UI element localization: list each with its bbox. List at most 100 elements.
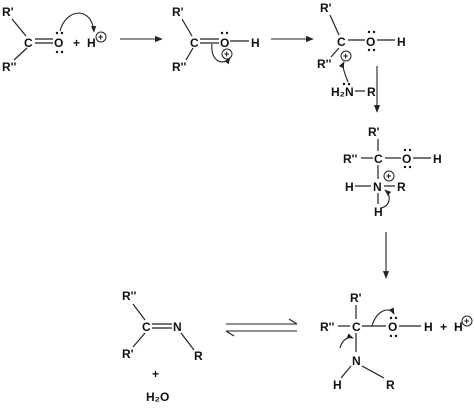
curly-arrow <box>371 307 395 327</box>
carbon-label: C <box>352 320 361 334</box>
curly-arrow <box>338 61 349 83</box>
r-prime-label: R' <box>350 291 362 305</box>
charge-plus: + <box>224 49 229 59</box>
bond <box>13 47 28 61</box>
carbon-label: C <box>142 320 151 334</box>
r-double-prime-label: R'' <box>343 152 358 166</box>
lone-pair-dot <box>408 148 412 152</box>
hydrogen-label: H <box>424 320 433 334</box>
plus-sign: + <box>152 367 159 381</box>
lone-pair-dot <box>55 31 59 35</box>
lone-pair-dot <box>367 30 371 34</box>
protonated-adduct-structure: R' R'' C O H H N R + H <box>343 125 442 219</box>
lone-pair-dot <box>403 165 407 169</box>
r-double-prime-label: R'' <box>172 60 187 74</box>
amine-h2n-label: H₂N <box>331 85 354 99</box>
curly-arrow <box>380 189 392 209</box>
r-label: R <box>367 85 376 99</box>
oxygen-label: O <box>366 35 375 49</box>
r-label: R <box>386 378 395 392</box>
r-double-prime-label: R'' <box>320 320 335 334</box>
reverse-half-arrowhead <box>225 330 235 337</box>
bond <box>340 365 352 379</box>
lone-pair-dot <box>225 31 229 35</box>
r-double-prime-label: R'' <box>317 57 332 71</box>
carbon-label: C <box>337 35 346 49</box>
lone-pair-dot <box>60 50 64 54</box>
nitrogen-label: N <box>352 354 361 368</box>
r-prime-label: R' <box>320 1 332 15</box>
bond <box>132 303 146 321</box>
r-prime-label: R' <box>172 5 184 19</box>
carbon-label: C <box>190 36 199 50</box>
charge-plus: + <box>464 316 469 326</box>
lone-pair-dot <box>408 165 412 169</box>
carbonyl-structure: R' R'' C O + H + <box>2 5 107 74</box>
charge-plus: + <box>343 51 348 61</box>
hydrogen-label: H <box>333 378 342 392</box>
r-label: R <box>397 180 406 194</box>
nitrogen-label: N <box>173 320 182 334</box>
lone-pair-dot <box>403 148 407 152</box>
oxygen-label: O <box>54 36 63 50</box>
oxygen-label: O <box>402 152 411 166</box>
bond <box>329 14 340 36</box>
lone-pair-dot <box>394 316 398 320</box>
imine-structure: R'' R' C N R + H₂O <box>122 289 203 404</box>
hydrogen-label: H <box>345 180 354 194</box>
r-prime-label: R' <box>2 5 14 19</box>
r-prime-label: R' <box>122 347 134 361</box>
curly-arrow <box>339 333 354 349</box>
hydrogen-label: H <box>397 35 406 49</box>
bond <box>132 332 146 348</box>
bond <box>180 332 195 351</box>
r-double-prime-label: R'' <box>2 60 17 74</box>
lone-pair-dot <box>342 82 346 86</box>
oxygen-label: O <box>388 320 397 334</box>
equilibrium-arrows <box>225 318 298 337</box>
carbocation-structure: R' R'' C O H + H₂N R <box>317 1 406 99</box>
positive-charge <box>383 170 395 182</box>
lone-pair-dot <box>389 316 393 320</box>
lone-pair-dot <box>389 334 393 338</box>
carbinolamine-structure: R' R'' C O H N H R + H + <box>320 291 473 392</box>
charge-plus: + <box>98 32 103 42</box>
lone-pair-dot <box>394 334 398 338</box>
bond <box>185 47 194 61</box>
r-double-prime-label: R'' <box>122 289 137 303</box>
hydrogen-label: H <box>454 320 463 334</box>
protonated-carbonyl-structure: R' R'' C O H + <box>172 5 260 74</box>
r-label: R <box>194 349 203 363</box>
lone-pair-dot <box>367 48 371 52</box>
carbon-label: C <box>24 36 33 50</box>
bond <box>11 18 27 37</box>
lone-pair-dot <box>60 31 64 35</box>
bond <box>181 18 193 37</box>
positive-charge <box>95 31 107 43</box>
hydrogen-label: H <box>374 205 383 219</box>
lone-pair-dot <box>347 82 351 86</box>
carbon-label: C <box>374 152 383 166</box>
r-prime-label: R' <box>368 125 380 139</box>
lone-pair-dot <box>55 50 59 54</box>
hydrogen-label: H <box>251 36 260 50</box>
bond <box>330 47 340 58</box>
curly-arrow <box>211 43 231 65</box>
hydrogen-label: H <box>87 36 96 50</box>
forward-half-arrowhead <box>288 318 298 325</box>
curly-arrow <box>59 12 97 33</box>
positive-charge <box>340 50 352 62</box>
lone-pair-dot <box>372 30 376 34</box>
nitrogen-label: N <box>373 180 382 194</box>
charge-plus: + <box>386 171 391 181</box>
water-label: H₂O <box>146 390 169 404</box>
bond <box>361 365 385 379</box>
lone-pair-dot <box>220 31 224 35</box>
positive-charge <box>461 315 473 327</box>
hydrogen-label: H <box>433 152 442 166</box>
oxygen-label: O <box>220 36 229 50</box>
plus-sign: + <box>440 320 447 334</box>
plus-sign: + <box>73 36 80 50</box>
lone-pair-dot <box>372 48 376 52</box>
